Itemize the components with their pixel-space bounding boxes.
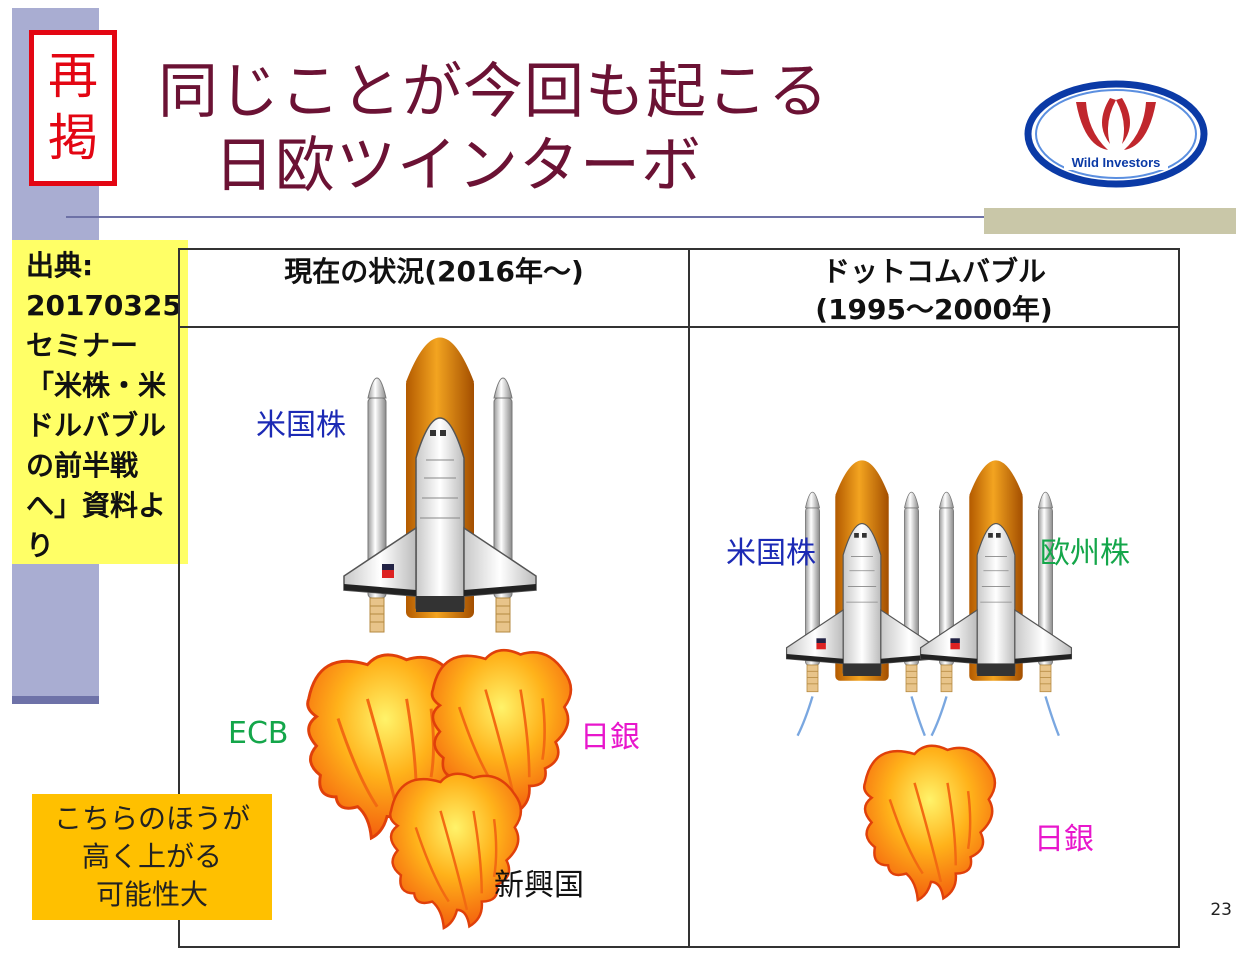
badge-char-1: 再 [48, 47, 98, 105]
callout-note: こちらのほうが 高く上がる 可能性大 [32, 794, 272, 920]
left-shuttle-illustration [343, 336, 537, 633]
label-boj-current: 日銀 [580, 720, 640, 755]
flame-emerging-markets [388, 772, 523, 930]
source-line-1: 出典: [26, 249, 94, 282]
label-emerging-markets: 新興国 [494, 868, 584, 903]
logo-text: Wild Investors [1072, 155, 1161, 170]
label-us-stocks-current: 米国株 [256, 408, 346, 443]
flame-boj-right-panel [862, 744, 997, 902]
page-number: 23 [1210, 900, 1232, 920]
label-eu-stocks-dotcom: 欧州株 [1040, 536, 1130, 571]
right-shuttle-us-illustration [785, 459, 939, 737]
table-column-divider [688, 248, 690, 948]
title-divider-accent [984, 208, 1236, 234]
wild-investors-logo: Wild Investors [1024, 80, 1208, 188]
table-header-dotcom-line1: ドットコムバブル [821, 255, 1046, 288]
right-shuttle-eu-illustration [919, 459, 1073, 737]
table-header-divider [178, 326, 1180, 328]
source-line-3: セミナー [26, 329, 139, 362]
label-ecb: ECB [228, 716, 289, 751]
table-header-dotcom: ドットコムバブル (1995〜2000年) [690, 253, 1178, 329]
slide-title-line1: 同じことが今回も起こる [158, 57, 829, 127]
source-line-6: の前半戦 [26, 449, 139, 482]
comparison-table [178, 248, 1180, 948]
badge-char-2: 掲 [48, 109, 98, 167]
source-note-box: 出典: 20170325 セミナー 「米株・米 ドルバブル の前半戦 へ」資料よ… [12, 240, 188, 564]
source-line-7: へ」資料よ [26, 489, 167, 522]
source-line-8: り [26, 529, 55, 562]
repost-badge: 再 掲 [29, 30, 117, 186]
table-header-current: 現在の状況(2016年〜) [284, 255, 584, 288]
label-us-stocks-dotcom: 米国株 [726, 536, 816, 571]
note-line-3: 可能性大 [95, 878, 208, 911]
source-line-5: ドルバブル [26, 409, 167, 442]
title-divider [66, 216, 986, 218]
source-line-2: 20170325 [26, 289, 182, 322]
note-line-2: 高く上がる [81, 840, 222, 873]
slide-title-line2: 日欧ツインターボ [214, 131, 702, 201]
label-boj-dotcom: 日銀 [1034, 822, 1094, 857]
source-line-4: 「米株・米 [26, 369, 167, 402]
left-accent-bar-shadow [12, 696, 99, 704]
note-line-1: こちらのほうが [53, 802, 250, 835]
table-header-dotcom-line2: (1995〜2000年) [815, 293, 1053, 326]
